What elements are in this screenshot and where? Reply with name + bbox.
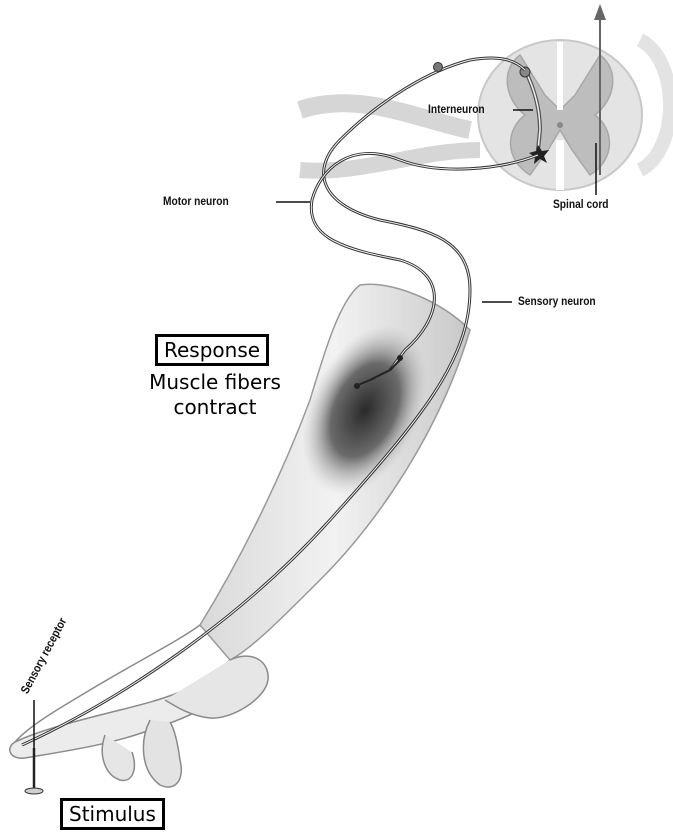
response-line-1: Muscle fibers — [135, 370, 295, 394]
spinal-cord-label: Spinal cord — [553, 197, 609, 211]
response-box-label: Response — [155, 334, 269, 366]
stimulus-box-label: Stimulus — [60, 798, 165, 830]
interneuron-label: Interneuron — [428, 102, 485, 116]
response-line-2: contract — [135, 395, 295, 419]
motor-neuron-label: Motor neuron — [163, 194, 229, 208]
spinal-cord — [300, 4, 670, 190]
sensory-neuron-label: Sensory neuron — [518, 294, 596, 308]
